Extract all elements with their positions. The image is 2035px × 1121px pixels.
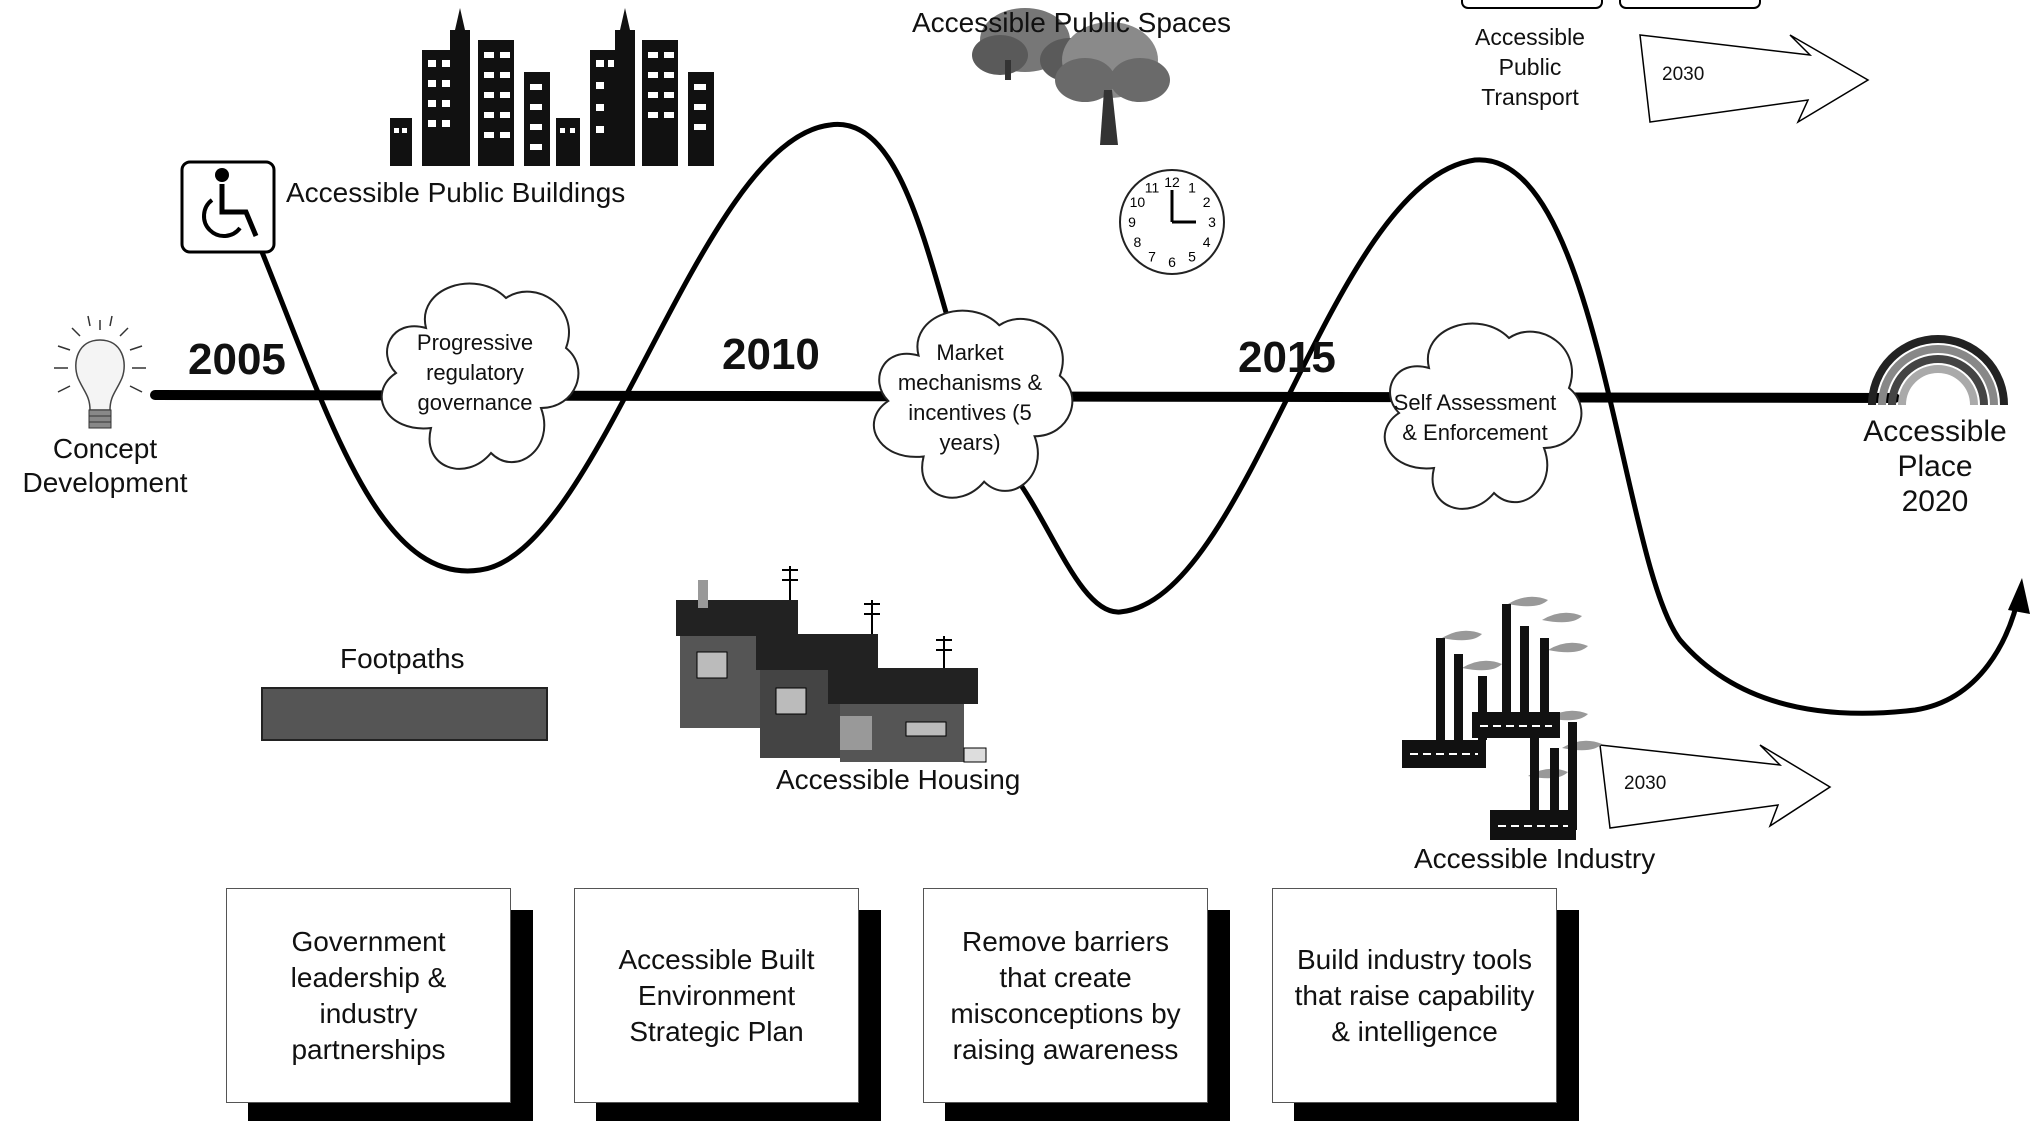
future-arrow-bottom xyxy=(1599,744,1832,829)
transport-vehicle-icon xyxy=(1461,0,1603,9)
rainbow-icon xyxy=(1868,335,2008,406)
accessible-housing-label: Accessible Housing xyxy=(776,764,1021,795)
cloud-shape xyxy=(380,282,580,470)
cloud-shape xyxy=(872,309,1074,499)
concept-development-label: Concept Development xyxy=(22,433,188,498)
accessible-place-label: Accessible Place 2020 xyxy=(1863,415,2007,518)
clock-numeral: 12 xyxy=(1164,174,1180,190)
year-2005-label: 2005 xyxy=(188,335,286,384)
wheelchair-icon xyxy=(180,160,276,254)
clock-numeral: 2 xyxy=(1203,194,1211,210)
year-2015-label: 2015 xyxy=(1238,333,1336,382)
clock-numeral: 1 xyxy=(1188,179,1196,195)
footpath-bar xyxy=(261,687,548,741)
footpaths-label: Footpaths xyxy=(340,643,465,674)
accessible-public-spaces-label: Accessible Public Spaces xyxy=(912,7,1232,38)
clock-icon xyxy=(1119,169,1225,275)
clock-numeral: 7 xyxy=(1148,249,1156,265)
clock-numeral: 11 xyxy=(1145,179,1160,195)
strategy-box-government-leadership: Government leadership & industry partner… xyxy=(226,888,511,1103)
clock-numeral: 8 xyxy=(1134,234,1142,250)
clock-numeral: 4 xyxy=(1203,234,1211,250)
clock-numeral: 9 xyxy=(1128,214,1136,230)
city-skyline-icon xyxy=(390,8,714,166)
cloud-self-assessment: Self Assessment & Enforcement xyxy=(1393,390,1557,445)
strategy-box-strategic-plan: Accessible Built Environment Strategic P… xyxy=(574,888,859,1103)
accessible-public-transport-label: Accessible Public Transport xyxy=(1475,24,1585,110)
accessible-public-buildings-label: Accessible Public Buildings xyxy=(286,177,626,208)
arrow-year-label-top: 2030 xyxy=(1662,64,1705,85)
arrow-year-label-bottom: 2030 xyxy=(1624,773,1667,794)
future-arrow-top xyxy=(1639,34,1870,124)
transport-vehicle-icon xyxy=(1619,0,1761,9)
wave-arrowhead xyxy=(2008,578,2030,614)
accessible-industry-label: Accessible Industry xyxy=(1414,843,1656,874)
cloud-market-mechanisms: Market mechanisms & incentives (5 years) xyxy=(897,340,1043,455)
tree-icon xyxy=(972,8,1170,145)
strategy-box-remove-barriers: Remove barriers that create misconceptio… xyxy=(923,888,1208,1103)
factory-icon xyxy=(1402,596,1602,840)
housing-icon xyxy=(676,566,987,763)
cloud-shape xyxy=(1383,322,1583,510)
clock-numeral: 6 xyxy=(1168,254,1176,270)
strategy-box-industry-tools: Build industry tools that raise capabili… xyxy=(1272,888,1557,1103)
clock-numeral: 5 xyxy=(1188,249,1196,265)
light-bulb-icon xyxy=(54,315,146,429)
year-2010-label: 2010 xyxy=(722,330,820,379)
progress-wave xyxy=(259,122,2023,716)
clock-numeral: 10 xyxy=(1130,194,1146,210)
clock-numeral: 3 xyxy=(1208,214,1216,230)
cloud-progressive-regulatory: Progressive regulatory governance xyxy=(416,330,534,415)
